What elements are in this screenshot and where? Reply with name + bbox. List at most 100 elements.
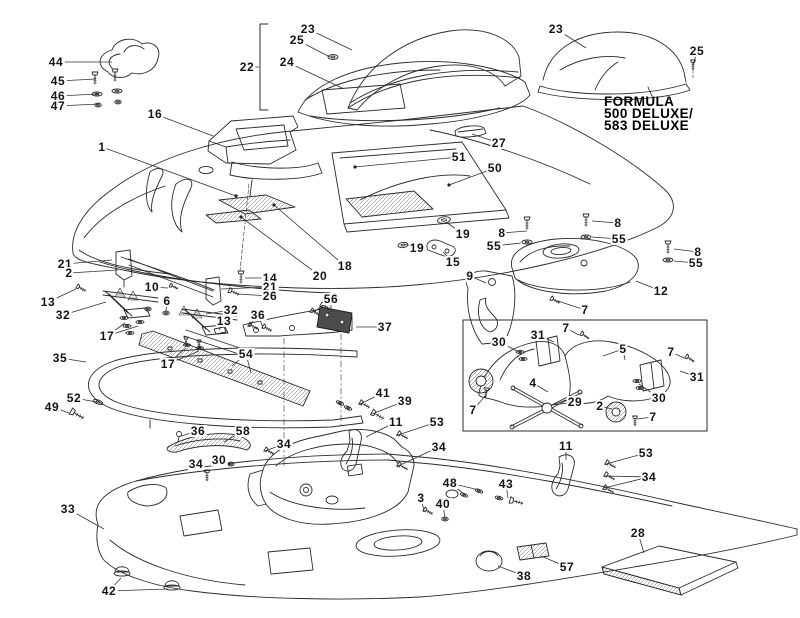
callout-13: 13	[39, 295, 57, 309]
callout-53: 53	[428, 415, 446, 429]
callout-19: 19	[408, 241, 426, 255]
callout-9: 9	[465, 269, 475, 283]
callout-52: 52	[65, 391, 83, 405]
model-label-line1: FORMULA	[604, 94, 675, 109]
callout-17: 17	[159, 357, 177, 371]
callout-4: 4	[528, 376, 538, 390]
callout-57: 57	[558, 560, 576, 574]
callout-30: 30	[210, 453, 228, 467]
callout-53: 53	[637, 446, 655, 460]
callout-25: 25	[688, 44, 706, 58]
callout-55: 55	[485, 239, 503, 253]
inset-seat-suspension	[463, 320, 707, 431]
callout-51: 51	[450, 150, 468, 164]
callout-34: 34	[187, 457, 205, 471]
callout-17: 17	[98, 329, 116, 343]
callout-45: 45	[49, 74, 67, 88]
callout-7: 7	[580, 303, 590, 317]
callout-46: 46	[49, 89, 67, 103]
callout-8: 8	[693, 245, 703, 259]
model-label-line2: 500 DELUXE/	[604, 106, 694, 121]
callout-36: 36	[189, 424, 207, 438]
callout-47: 47	[49, 99, 67, 113]
callout-55: 55	[610, 232, 628, 246]
callout-36: 36	[249, 308, 267, 322]
callout-2: 2	[64, 266, 74, 280]
callout-15: 15	[444, 255, 462, 269]
part-front-suspension	[75, 250, 273, 335]
callout-2: 2	[595, 399, 605, 413]
part-bracket-58	[68, 397, 275, 482]
callout-31: 31	[529, 328, 547, 342]
callout-27: 27	[490, 136, 508, 150]
callout-12: 12	[652, 284, 670, 298]
callout-49: 49	[43, 400, 61, 414]
part-fuel-tank-console-12	[511, 213, 674, 306]
callout-8: 8	[497, 226, 507, 240]
part-reinforcement-54	[139, 330, 310, 406]
callout-22: 22	[238, 60, 256, 74]
callout-26: 26	[261, 289, 279, 303]
callout-16: 16	[146, 107, 164, 121]
part-bottom-hull-33	[96, 454, 797, 599]
callout-13: 13	[215, 314, 233, 328]
callout-23: 23	[299, 22, 317, 36]
part-seat-base	[248, 399, 414, 525]
callout-58: 58	[234, 424, 252, 438]
callout-42: 42	[100, 584, 118, 598]
callout-34: 34	[430, 440, 448, 454]
part-steering-support-37	[243, 301, 352, 468]
callout-32: 32	[54, 308, 72, 322]
callout-34: 34	[275, 437, 293, 451]
callout-43: 43	[497, 477, 515, 491]
callout-10: 10	[143, 280, 161, 294]
callout-39: 39	[396, 394, 414, 408]
callout-11: 11	[388, 415, 404, 429]
callout-19: 19	[454, 227, 472, 241]
callout-56: 56	[322, 292, 340, 306]
callout-20: 20	[311, 269, 329, 283]
callout-25: 25	[288, 33, 306, 47]
callout-35: 35	[51, 351, 69, 365]
callout-3: 3	[416, 491, 426, 505]
callout-54: 54	[237, 347, 255, 361]
part-main-deck-1	[73, 106, 674, 293]
callout-50: 50	[486, 161, 504, 175]
part-windshield-deluxe-23	[538, 32, 696, 100]
callout-34: 34	[640, 470, 658, 484]
callout-55: 55	[687, 256, 705, 270]
model-label: FORMULA 500 DELUXE/ 583 DELUXE	[604, 94, 694, 133]
callout-30: 30	[650, 391, 668, 405]
callout-1: 1	[97, 140, 107, 154]
part-hood-assembly-22	[260, 24, 530, 126]
callout-30: 30	[490, 335, 508, 349]
model-label-line3: 583 DELUXE	[604, 118, 690, 133]
callout-6: 6	[162, 294, 172, 308]
callout-5: 5	[618, 342, 628, 356]
callout-8: 8	[613, 216, 623, 230]
callout-48: 48	[441, 476, 459, 490]
callout-18: 18	[336, 259, 354, 273]
callout-32: 32	[222, 303, 240, 317]
callout-31: 31	[688, 370, 706, 384]
callout-44: 44	[47, 55, 65, 69]
callout-11: 11	[558, 439, 574, 453]
callout-37: 37	[376, 320, 394, 334]
callout-40: 40	[434, 497, 452, 511]
callout-28: 28	[629, 526, 647, 540]
callout-24: 24	[278, 55, 296, 69]
callout-7: 7	[648, 410, 658, 424]
part-mirror-44	[91, 39, 159, 108]
callout-41: 41	[374, 386, 392, 400]
part-bumper-35	[88, 348, 363, 434]
callout-7: 7	[468, 403, 478, 417]
callout-29: 29	[566, 395, 584, 409]
callout-7: 7	[561, 321, 571, 335]
callout-38: 38	[515, 569, 533, 583]
knob-38	[476, 551, 502, 571]
callout-33: 33	[59, 502, 77, 516]
callout-23: 23	[547, 22, 565, 36]
